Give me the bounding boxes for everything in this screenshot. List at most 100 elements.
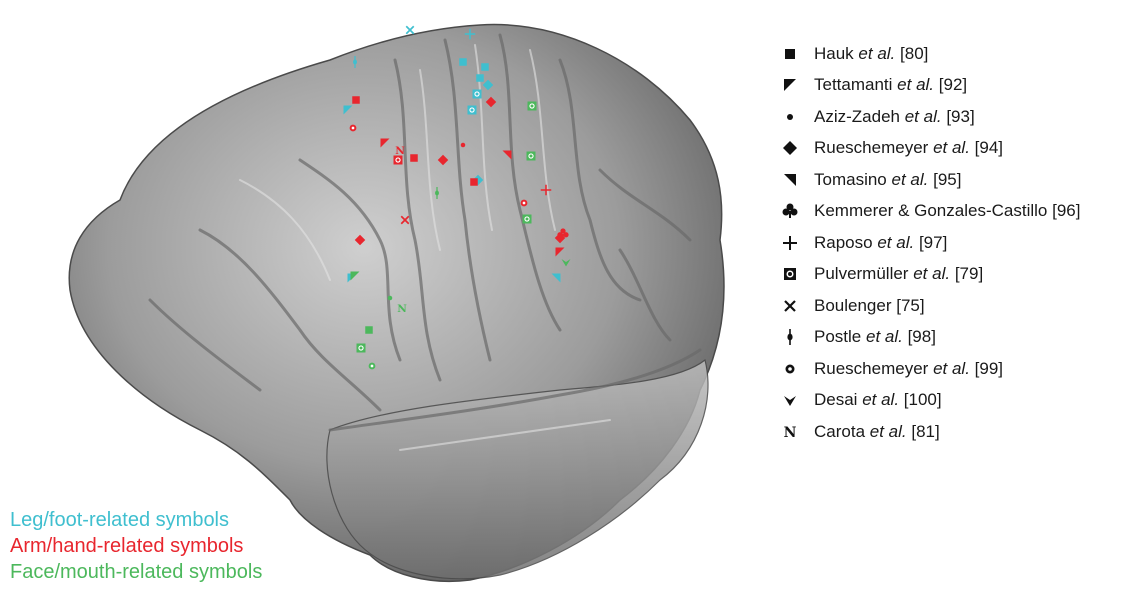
letter-n-icon: N <box>782 422 814 442</box>
marker-face-letter-n: N <box>397 303 407 315</box>
legend-label: Rueschemeyer et al. [94] <box>814 138 1003 158</box>
marker-leg-boxed-dot <box>468 106 477 115</box>
pin-icon <box>782 327 814 347</box>
legend-author: Tettamanti <box>814 75 892 94</box>
legend-etal: et al. <box>913 264 950 283</box>
legend-ref: [98] <box>908 327 936 346</box>
marker-leg-square <box>459 58 467 66</box>
category-face-mouth: Face/mouth-related symbols <box>10 559 262 585</box>
category-arm-hand: Arm/hand-related symbols <box>10 533 262 559</box>
symbol-category-key: Leg/foot-related symbols Arm/hand-relate… <box>10 507 262 585</box>
legend-ref: [94] <box>975 138 1003 157</box>
legend-author: Kemmerer & Gonzales-Castillo <box>814 201 1047 220</box>
legend-ref: [100] <box>904 390 942 409</box>
legend-label: Pulvermüller et al. [79] <box>814 264 983 284</box>
legend-ref: [81] <box>911 422 939 441</box>
square-icon <box>782 44 814 64</box>
legend-etal: et al. <box>870 422 907 441</box>
legend-author: Rueschemeyer <box>814 138 928 157</box>
marker-arm-boxed-dot <box>394 156 403 165</box>
legend-etal: et al. <box>933 138 970 157</box>
legend-item: N Carota et al. [81] <box>782 416 1112 448</box>
legend-item: Boulenger [75] <box>782 290 1112 322</box>
legend-author: Rueschemeyer <box>814 359 928 378</box>
marker-face-boxed-dot <box>523 215 532 224</box>
svg-text:N: N <box>397 303 407 315</box>
plus-icon <box>782 233 814 253</box>
legend-item: Desai et al. [100] <box>782 385 1112 417</box>
marker-face-boxed-dot <box>528 102 537 111</box>
legend-author: Aziz-Zadeh <box>814 107 900 126</box>
ring-icon <box>782 359 814 379</box>
legend-item: Aziz-Zadeh et al. [93] <box>782 101 1112 133</box>
legend-item: Rueschemeyer et al. [99] <box>782 353 1112 385</box>
legend-label: Desai et al. [100] <box>814 390 942 410</box>
legend-label: Rueschemeyer et al. [99] <box>814 359 1003 379</box>
legend-ref: [80] <box>900 44 928 63</box>
legend-label: Raposo et al. [97] <box>814 233 947 253</box>
legend-item: Raposo et al. [97] <box>782 227 1112 259</box>
legend-item: Postle et al. [98] <box>782 322 1112 354</box>
marker-arm-letter-n: N <box>395 145 405 157</box>
svg-text:N: N <box>784 425 797 440</box>
legend-label: Carota et al. [81] <box>814 422 940 442</box>
marker-leg-boxed-dot <box>473 90 482 99</box>
marker-arm-dot <box>461 143 466 148</box>
legend-ref: [79] <box>955 264 983 283</box>
legend-item: Rueschemeyer et al. [94] <box>782 133 1112 165</box>
legend-item: Kemmerer & Gonzales-Castillo [96] <box>782 196 1112 228</box>
legend-etal: et al. <box>933 359 970 378</box>
marker-face-square <box>365 326 373 334</box>
marker-arm-square <box>410 154 418 162</box>
legend-author: Raposo <box>814 233 873 252</box>
legend-etal: et al. <box>862 390 899 409</box>
marker-face-dot <box>388 296 393 301</box>
legend-author: Tomasino <box>814 170 887 189</box>
legend-ref: [99] <box>975 359 1003 378</box>
legend-etal: et al. <box>892 170 929 189</box>
legend-etal: et al. <box>905 107 942 126</box>
legend-author: Pulvermüller <box>814 264 908 283</box>
marker-face-boxed-dot <box>357 344 366 353</box>
study-legend: Hauk et al. [80] Tettamanti et al. [92] Az… <box>782 38 1112 448</box>
legend-label: Hauk et al. [80] <box>814 44 928 64</box>
diamond-icon <box>782 138 814 158</box>
legend-author: Desai <box>814 390 857 409</box>
arrowhead-icon <box>782 390 814 410</box>
marker-arm-ring <box>350 125 357 132</box>
legend-ref: [75] <box>896 296 924 315</box>
legend-author: Hauk <box>814 44 854 63</box>
legend-label: Postle et al. [98] <box>814 327 936 347</box>
marker-leg-square <box>481 63 489 71</box>
marker-leg-square <box>476 74 484 82</box>
marker-arm-square <box>352 96 360 104</box>
category-leg-foot: Leg/foot-related symbols <box>10 507 262 533</box>
marker-arm-ring <box>521 200 528 207</box>
marker-face-boxed-dot <box>527 152 536 161</box>
legend-item: Pulvermüller et al. [79] <box>782 259 1112 291</box>
legend-label: Tettamanti et al. [92] <box>814 75 967 95</box>
legend-label: Tomasino et al. [95] <box>814 170 961 190</box>
legend-ref: [93] <box>946 107 974 126</box>
legend-label: Aziz-Zadeh et al. [93] <box>814 107 975 127</box>
triangle-topleft-icon <box>782 75 814 95</box>
legend-author: Postle <box>814 327 861 346</box>
legend-author: Boulenger <box>814 296 892 315</box>
legend-item: Tettamanti et al. [92] <box>782 70 1112 102</box>
legend-etal: et al. <box>858 44 895 63</box>
legend-label: Boulenger [75] <box>814 296 925 316</box>
triangle-topright-icon <box>782 170 814 190</box>
legend-author: Carota <box>814 422 865 441</box>
legend-item: Hauk et al. [80] <box>782 38 1112 70</box>
clover-icon <box>782 201 814 221</box>
legend-item: Tomasino et al. [95] <box>782 164 1112 196</box>
marker-arm-square <box>470 178 478 186</box>
legend-ref: [92] <box>939 75 967 94</box>
legend-etal: et al. <box>866 327 903 346</box>
boxed-dot-icon <box>782 264 814 284</box>
dot-icon <box>782 107 814 127</box>
legend-ref: [96] <box>1052 201 1080 220</box>
marker-face-ring <box>369 363 376 370</box>
legend-etal: et al. <box>877 233 914 252</box>
legend-ref: [95] <box>933 170 961 189</box>
